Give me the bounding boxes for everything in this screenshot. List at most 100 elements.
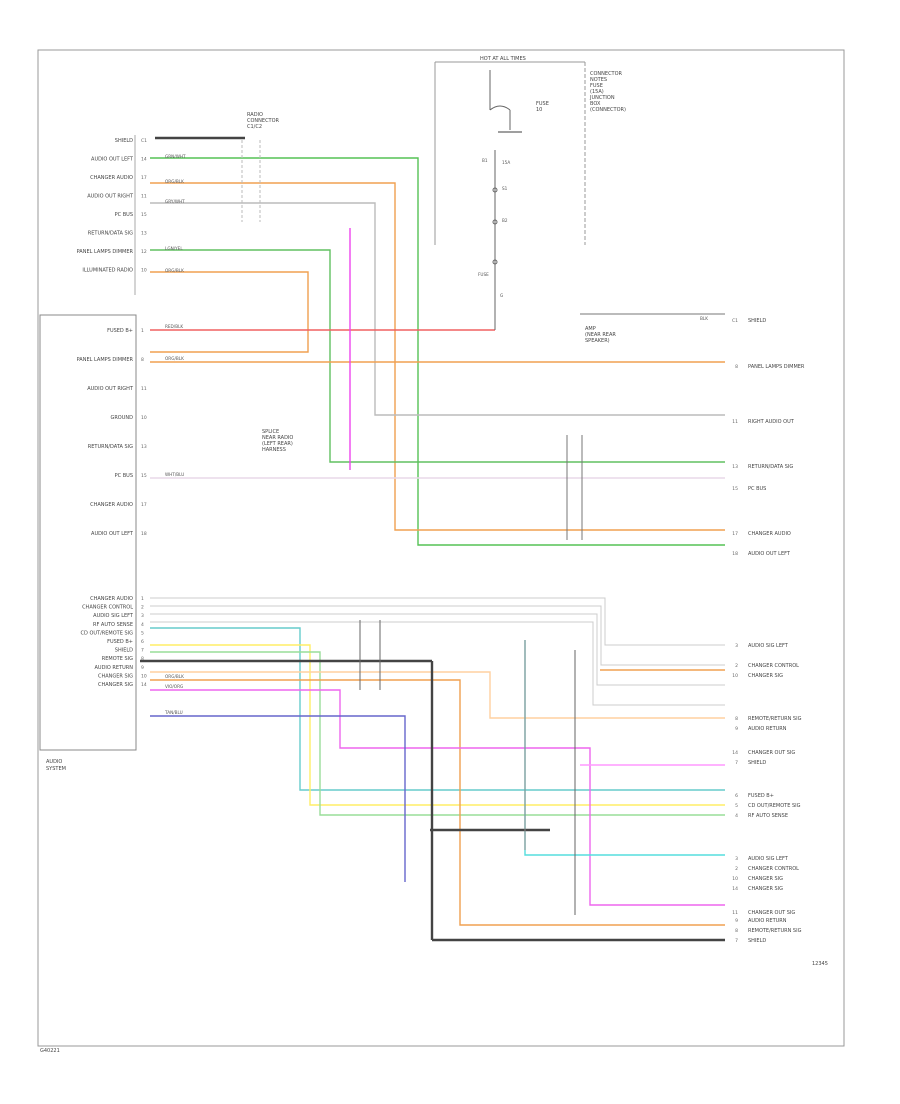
colored-wires: GRN/WHTORG/BLKGRY/WHTLGN/YELORG/BLKRED/B… xyxy=(150,154,725,926)
svg-text:10: 10 xyxy=(536,107,542,113)
right-bottom-label: CHANGER OUT SIG xyxy=(748,750,795,756)
wire-code-label: LGN/YEL xyxy=(165,246,183,251)
left-top-pin-label: ILLUMINATED RADIO xyxy=(82,268,133,274)
radio-connector-label: RADIO CONNECTOR C1/C2 xyxy=(241,112,280,222)
wire-trace xyxy=(150,689,725,906)
gray-wire-trace xyxy=(150,597,725,646)
wire-code-label: GRN/WHT xyxy=(165,154,186,159)
left-mid-pin-pin: 11 xyxy=(141,386,147,392)
right-top-label: AUDIO OUT LEFT xyxy=(748,551,791,557)
left-top-pin-pin: 12 xyxy=(141,249,147,255)
left-mid-pin-label: AUDIO OUT LEFT xyxy=(91,531,134,537)
wire-code-label: VIO/ORG xyxy=(165,684,183,689)
right-bottom-label: SHIELD xyxy=(748,938,766,944)
left-bottom-pin-pin: 14 xyxy=(141,682,147,688)
svg-text:(LEFT REAR): (LEFT REAR) xyxy=(262,441,293,447)
right-bottom-pin: 9 xyxy=(735,918,738,924)
left-bottom-pin-label: CHANGER CONTROL xyxy=(82,605,133,611)
left-top-pin-label: RETURN/DATA SIG xyxy=(88,231,133,237)
right-bottom-pin: 10 xyxy=(732,876,738,882)
left-bottom-pin-label: REMOTE SIG xyxy=(102,656,133,662)
left-bottom-pin-pin: 3 xyxy=(141,613,144,619)
left-top-pin-pin: 17 xyxy=(141,175,147,181)
right-top-label: PC BUS xyxy=(748,486,766,492)
gray-wires xyxy=(150,597,725,706)
left-mid-pin-pin: 13 xyxy=(141,444,147,450)
right-bottom-label: CHANGER OUT SIG xyxy=(748,910,795,916)
right-bottom-pin: 3 xyxy=(735,643,738,649)
right-top-pin: 17 xyxy=(732,531,738,537)
svg-text:RADIO: RADIO xyxy=(247,112,263,118)
right-top-label: SHIELD xyxy=(748,318,766,324)
svg-text:FUSE: FUSE xyxy=(478,272,489,277)
left-mid-pin-label: FUSED B+ xyxy=(107,328,133,334)
right-top-pin: 8 xyxy=(735,364,738,370)
right-top-pin: 13 xyxy=(732,464,738,470)
right-top-label: CHANGER AUDIO xyxy=(748,531,791,537)
right-bottom-label: CHANGER SIG xyxy=(748,673,783,679)
svg-text:(NEAR REAR: (NEAR REAR xyxy=(585,332,616,338)
left-bottom-pin-pin: 4 xyxy=(141,622,144,628)
footer-code: G40221 xyxy=(40,1048,60,1054)
diagram-border xyxy=(37,49,845,1047)
svg-text:NOTES: NOTES xyxy=(590,77,607,83)
left-bottom-pin-label: AUDIO SIG LEFT xyxy=(93,613,134,619)
svg-text:(CONNECTOR): (CONNECTOR) xyxy=(590,107,626,113)
right-top-pin: 11 xyxy=(732,419,738,425)
fuse-box-title: HOT AT ALL TIMES xyxy=(480,56,526,62)
left-top-pin-pin: 11 xyxy=(141,194,147,200)
left-bottom-pin-pin: 2 xyxy=(141,605,144,611)
wire-code-label: WHT/BLU xyxy=(165,472,184,477)
wire-trace xyxy=(150,715,406,882)
left-mid-pin-label: PANEL LAMPS DIMMER xyxy=(77,357,134,363)
left-top-pin-pin: 10 xyxy=(141,268,147,274)
right-bottom-label: CHANGER CONTROL xyxy=(748,663,799,669)
fuse-junction-box: HOT AT ALL TIMES CONNECTOR NOTES FUSE (1… xyxy=(434,56,626,330)
left-bottom-pin-label: CD OUT/REMOTE SIG xyxy=(81,630,134,636)
wire-code-label: ORG/BLK xyxy=(165,356,184,361)
right-bottom-label: CD OUT/REMOTE SIG xyxy=(748,803,801,809)
svg-text:FUSE: FUSE xyxy=(536,101,549,107)
left-top-pin-label: AUDIO OUT RIGHT xyxy=(87,194,134,200)
left-bottom-pin-label: CHANGER SIG xyxy=(98,673,133,679)
left-bottom-pin-label: SHIELD xyxy=(115,648,133,654)
left-bottom-pin-pin: 1 xyxy=(141,596,144,602)
right-bottom-label: AUDIO RETURN xyxy=(748,726,787,732)
svg-text:B1: B1 xyxy=(482,158,488,163)
left-top-pin-pin: C1 xyxy=(141,138,147,144)
right-bottom-pin: 4 xyxy=(735,813,738,819)
left-mid-pin-label: GROUND xyxy=(110,415,133,421)
gray-wire-trace xyxy=(150,613,725,686)
left-mid-pin-pin: 18 xyxy=(141,531,147,537)
right-bottom-pin: 9 xyxy=(735,726,738,732)
right-bottom-label: SHIELD xyxy=(748,760,766,766)
right-bottom-label: REMOTE/RETURN SIG xyxy=(748,716,802,722)
wire-code-label: RED/BLK xyxy=(165,324,183,329)
svg-text:NEAR RADIO: NEAR RADIO xyxy=(262,435,293,441)
right-bottom-pin: 3 xyxy=(735,856,738,862)
right-bottom-pin: 5 xyxy=(735,803,738,809)
wire-code-label: ORG/BLK xyxy=(165,268,184,273)
left-top-pin-pin: 13 xyxy=(141,231,147,237)
left-bottom-pin-label: FUSED B+ xyxy=(107,639,133,645)
left-mid-pin-label: RETURN/DATA SIG xyxy=(88,444,133,450)
svg-text:JUNCTION: JUNCTION xyxy=(589,95,615,101)
left-bottom-pin-label: AUDIO RETURN xyxy=(95,665,134,671)
wire-trace xyxy=(150,627,725,791)
svg-text:S1: S1 xyxy=(502,186,508,191)
gray-wire-trace xyxy=(150,621,725,706)
svg-text:SPEAKER): SPEAKER) xyxy=(585,338,610,344)
left-bottom-pin-pin: 6 xyxy=(141,639,144,645)
wire-code-label: ORG/BLK xyxy=(165,674,184,679)
left-mid-pin-pin: 1 xyxy=(141,328,144,334)
right-top-pin: 15 xyxy=(732,486,738,492)
shield-bundle xyxy=(140,136,725,942)
svg-text:G: G xyxy=(500,293,503,298)
right-top-label: PANEL LAMPS DIMMER xyxy=(748,364,805,370)
wire-trace xyxy=(150,644,725,806)
right-bottom-label: CHANGER SIG xyxy=(748,876,783,882)
